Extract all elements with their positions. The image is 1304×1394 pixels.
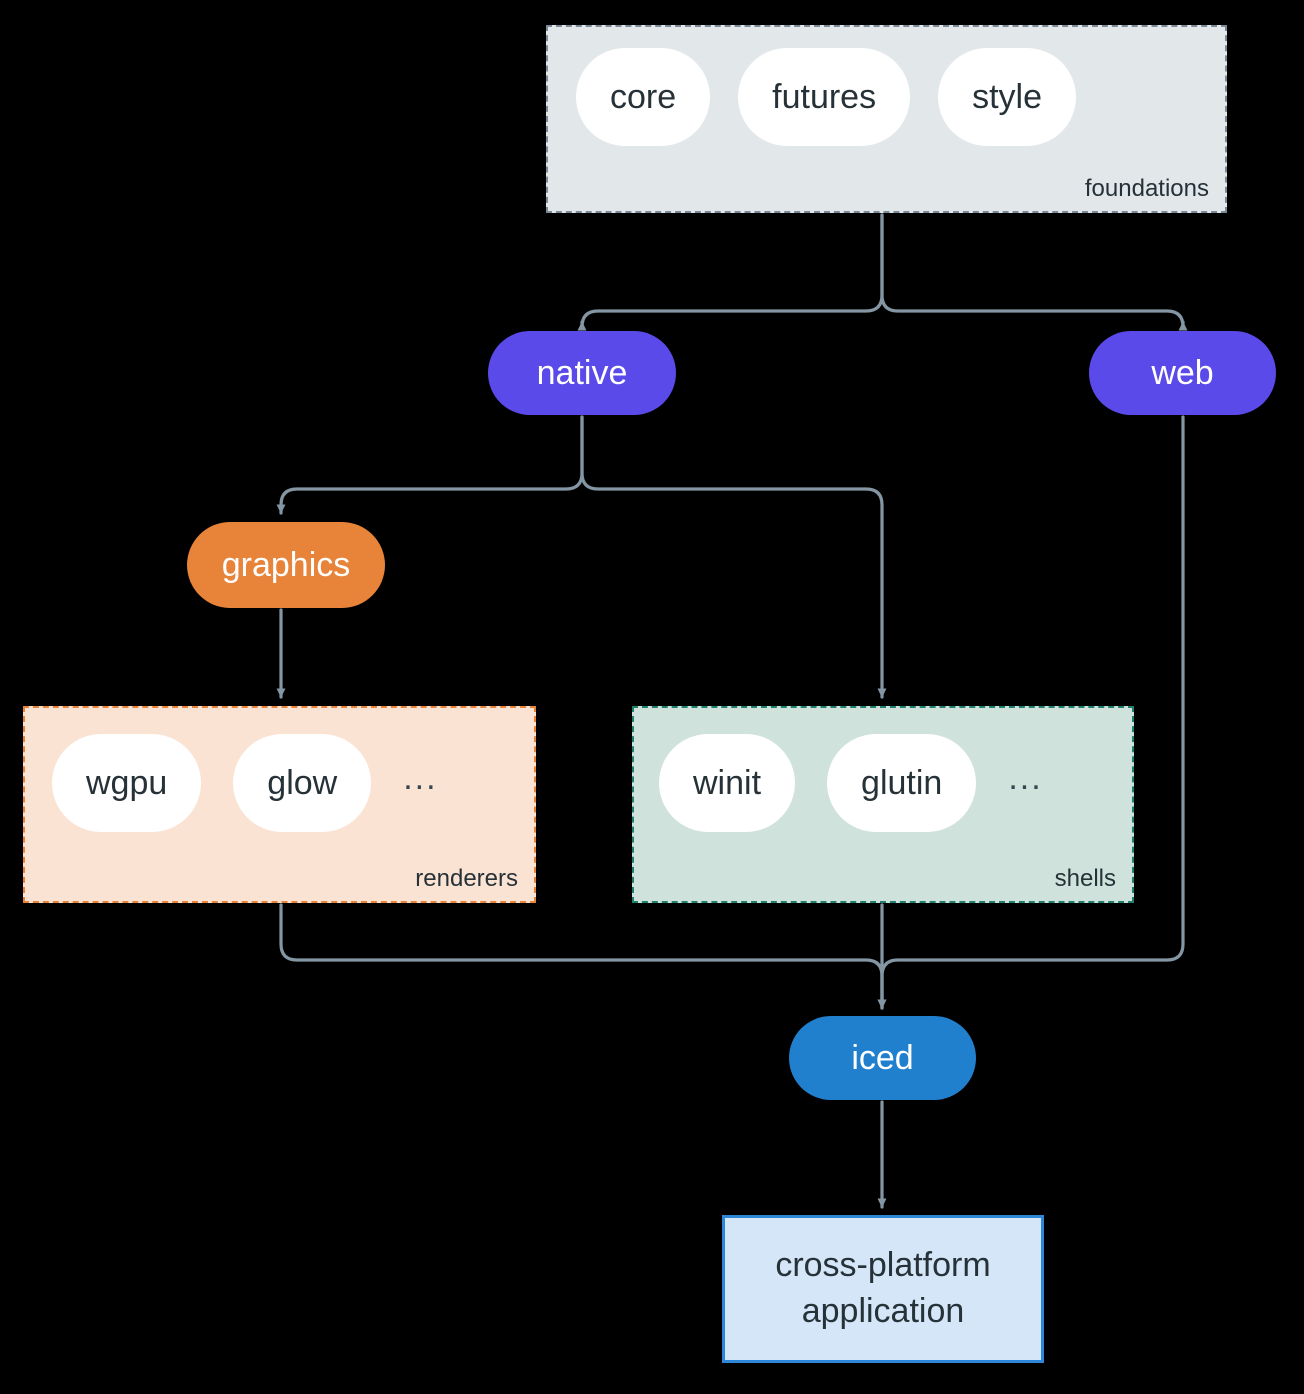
cluster-shells-label: shells xyxy=(1054,865,1116,892)
edge-renderers-iced xyxy=(279,903,887,1010)
cluster-foundations-items: core futures style xyxy=(548,27,1253,167)
node-futures[interactable]: futures xyxy=(738,48,911,146)
node-native[interactable]: native xyxy=(488,331,676,415)
cluster-renderers: wgpu glow ... renderers xyxy=(23,706,536,903)
node-style[interactable]: style xyxy=(938,48,1077,146)
shells-ellipsis: ... xyxy=(1008,758,1043,797)
cluster-shells: winit glutin ... shells xyxy=(632,706,1134,903)
node-winit[interactable]: winit xyxy=(659,734,796,832)
node-graphics[interactable]: graphics xyxy=(187,522,385,608)
node-core[interactable]: core xyxy=(576,48,711,146)
application-label-line2: application xyxy=(801,1292,965,1330)
cluster-renderers-label: renderers xyxy=(415,865,518,892)
cluster-renderers-items: wgpu glow ... xyxy=(25,708,561,858)
renderers-ellipsis: ... xyxy=(403,758,438,797)
node-iced[interactable]: iced xyxy=(789,1016,976,1100)
node-wgpu[interactable]: wgpu xyxy=(52,734,202,832)
cluster-shells-items: winit glutin ... xyxy=(634,708,1157,858)
cluster-foundations: core futures style foundations xyxy=(546,25,1227,213)
edge-native-graphics xyxy=(276,415,584,515)
node-web[interactable]: web xyxy=(1089,331,1276,415)
edge-native-shells xyxy=(580,415,887,699)
edge-foundations-native xyxy=(577,213,884,331)
node-glow[interactable]: glow xyxy=(233,734,372,832)
application-label-line1: cross-platform xyxy=(775,1246,991,1285)
node-glutin[interactable]: glutin xyxy=(827,734,977,832)
node-cross-platform-application[interactable]: cross-platform application xyxy=(722,1215,1044,1363)
edge-foundations-web xyxy=(880,213,1188,331)
cluster-foundations-label: foundations xyxy=(1084,175,1209,202)
